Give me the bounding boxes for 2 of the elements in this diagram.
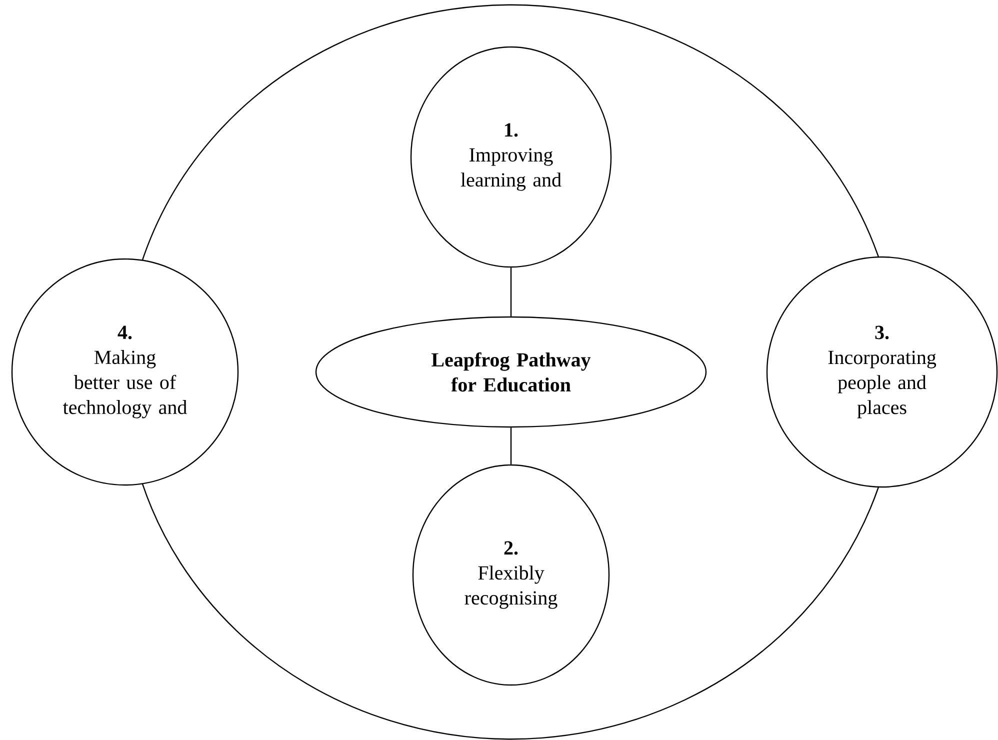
connector-line: [510, 428, 512, 464]
connector-line: [510, 268, 512, 316]
